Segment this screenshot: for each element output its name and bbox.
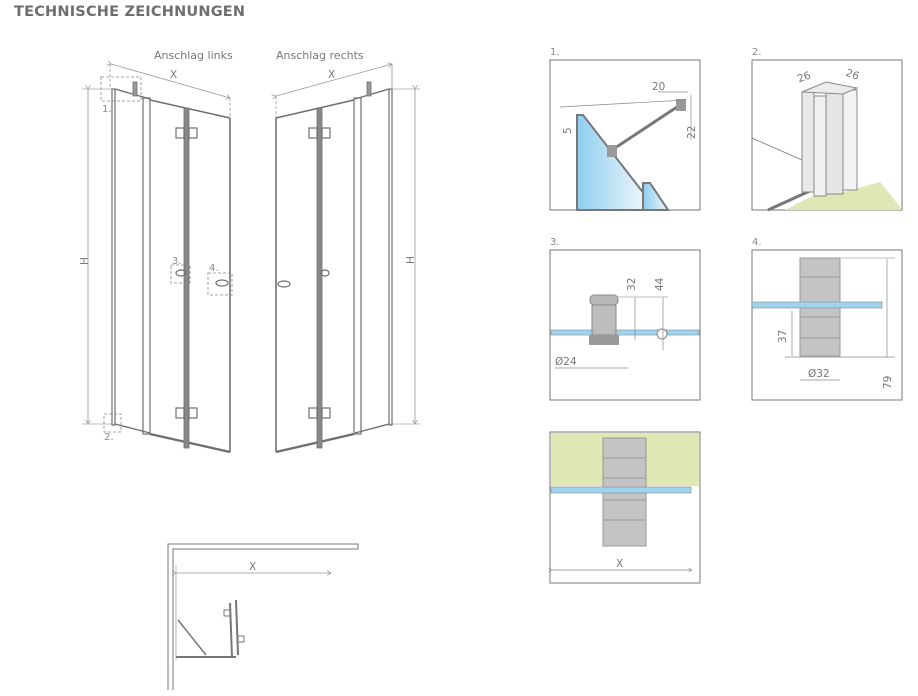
detail-2-wall-profile: 2. 26 26 (751, 47, 903, 212)
width-label: X (170, 69, 177, 81)
callout-4: 4. (209, 263, 219, 274)
detail-number: 4. (752, 237, 762, 248)
dim-x: X (616, 558, 623, 570)
callout-2: 2. (104, 432, 114, 443)
callout-3: 3. (172, 256, 182, 267)
elevation-left: Anschlag links X H (79, 49, 233, 454)
width-dimension-line (111, 64, 230, 98)
dim-22: 22 (686, 126, 698, 139)
dim-26-b: 26 (844, 67, 861, 83)
width-label: X (328, 69, 335, 81)
detail-number: 2. (752, 47, 762, 58)
elevation-right: Anschlag rechts X H (276, 49, 420, 454)
detail-number: 1. (550, 47, 560, 58)
detail-3-knob: 3. 32 44 Ø24 (549, 237, 701, 401)
dim-44: 44 (654, 277, 666, 291)
stabilizer-bar-icon (132, 81, 138, 97)
height-label: H (79, 257, 91, 265)
detail-4-handle: 4. 37 Ø32 79 (751, 237, 903, 401)
dim-79: 79 (882, 376, 894, 389)
detail-number: 3. (550, 237, 560, 248)
dim-5: 5 (562, 127, 574, 134)
plan-view: X (167, 543, 359, 690)
dim-20: 20 (652, 81, 665, 93)
elevation-left-label: Anschlag links (154, 49, 233, 62)
knob-icon (175, 269, 187, 277)
dim-26-a: 26 (796, 69, 813, 85)
plan-width-label: X (249, 561, 256, 573)
section-title: TECHNISCHE ZEICHNUNGEN (14, 4, 246, 20)
detail-1-stabilizer: 1. 20 5 22 (549, 47, 701, 211)
dim-37: 37 (777, 330, 789, 343)
detail-5-plan: X (550, 431, 701, 584)
handle-icon (215, 279, 229, 287)
elevation-right-label: Anschlag rechts (276, 49, 364, 62)
callout-1: 1. (102, 104, 112, 115)
dim-diameter-24: Ø24 (555, 356, 577, 368)
dim-32: 32 (626, 278, 638, 291)
height-label: H (405, 256, 417, 264)
dim-diameter-32: Ø32 (808, 368, 830, 380)
